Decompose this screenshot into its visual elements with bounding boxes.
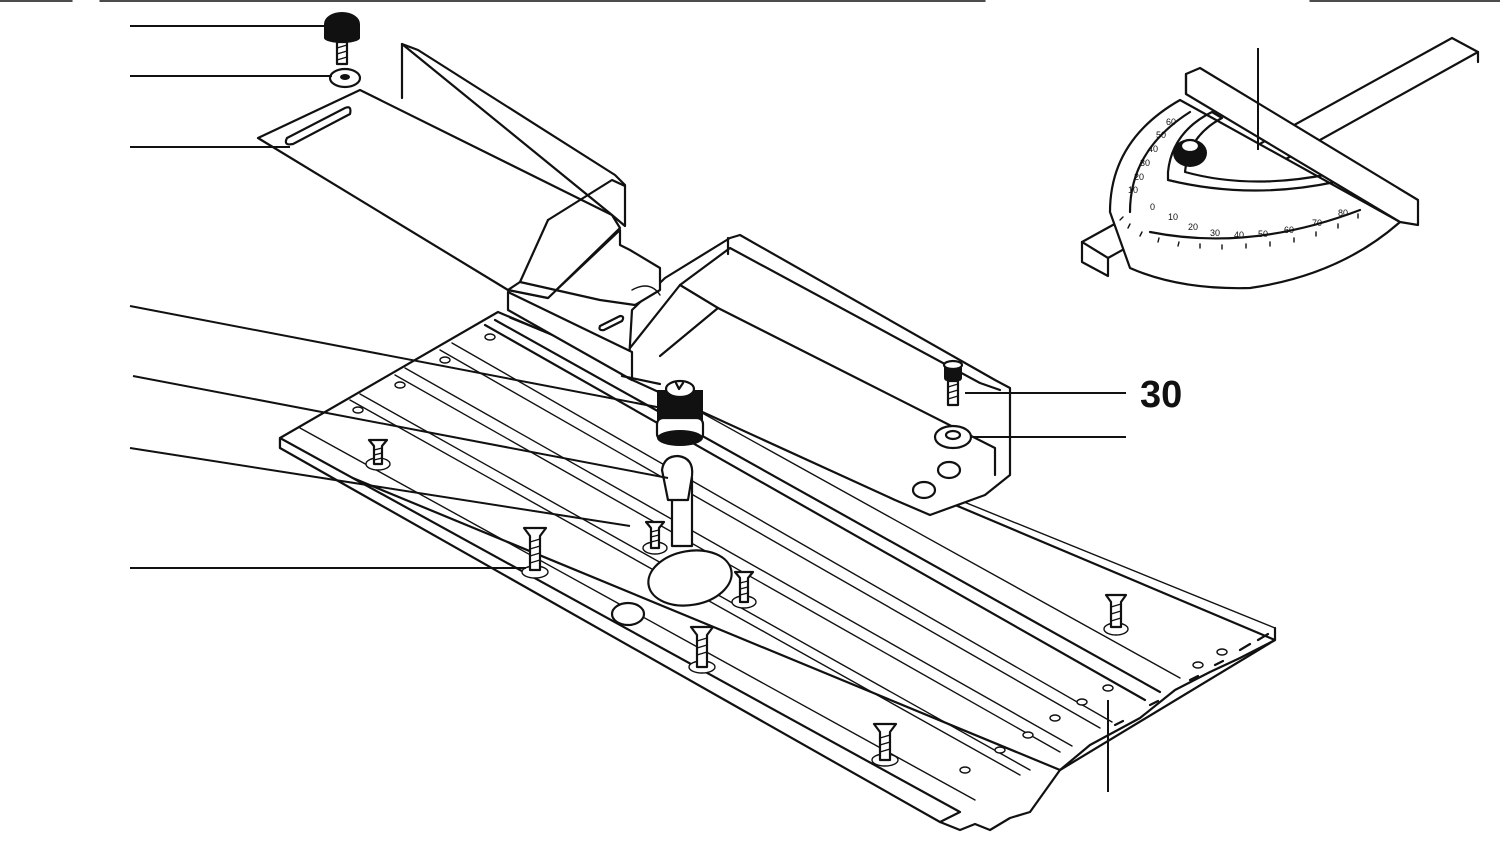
scale-label: 20	[1134, 172, 1144, 182]
scale-label: 30	[1140, 158, 1150, 168]
scale-label: 0	[1150, 202, 1155, 212]
miter-gauge: 10 20 30 40 50 60 0 10 20 30 40 50 60 70…	[1080, 36, 1480, 290]
fence-left	[256, 42, 662, 382]
scale-label: 30	[1210, 228, 1220, 238]
washer-fence	[933, 424, 973, 450]
scale-label: 40	[1234, 230, 1244, 240]
scale-label: 60	[1284, 225, 1294, 235]
scale-label: 50	[1156, 130, 1166, 140]
scale-label: 10	[1168, 212, 1178, 222]
scale-label: 80	[1338, 208, 1348, 218]
scale-label: 40	[1148, 144, 1158, 154]
fence-right	[626, 233, 1012, 517]
scale-label: 70	[1312, 218, 1322, 228]
socket-screw-30	[942, 359, 964, 407]
scale-label: 50	[1258, 229, 1268, 239]
guide-pin	[660, 454, 694, 548]
clamp-knob	[620, 374, 705, 446]
countersunk-screws	[365, 438, 1129, 767]
washer-top	[328, 67, 362, 89]
scale-label: 20	[1188, 222, 1198, 232]
scale-label: 60	[1166, 117, 1176, 127]
thumb-screw	[324, 12, 360, 66]
base-plate	[278, 310, 1277, 832]
scale-label: 10	[1128, 185, 1138, 195]
leader-lines	[129, 25, 1259, 792]
callout-30: 30	[1140, 374, 1182, 416]
